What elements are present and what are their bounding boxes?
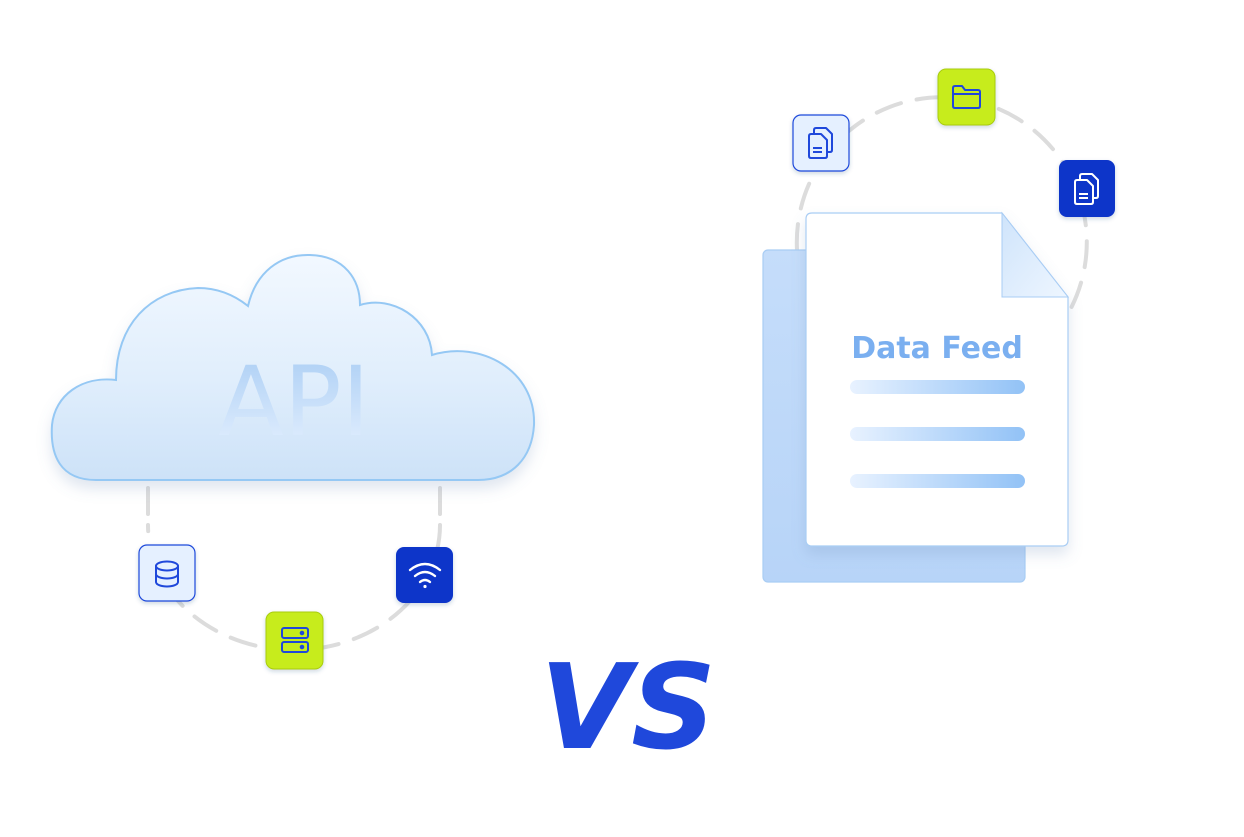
- data-feed-section: Data Feed: [762, 68, 1115, 583]
- server-icon-tile: [265, 611, 324, 670]
- api-section: API: [50, 253, 536, 670]
- documents-icon: [1074, 173, 1099, 205]
- documents-icon-tile-light: [792, 114, 850, 172]
- server-icon: [281, 627, 309, 653]
- api-label: API: [218, 346, 370, 458]
- database-icon: [155, 560, 179, 588]
- data-feed-title: Data Feed: [851, 331, 1023, 366]
- database-icon-tile: [138, 544, 196, 602]
- page-fold: [1001, 211, 1070, 298]
- content-line-3: [850, 474, 1025, 488]
- folder-icon-tile: [937, 68, 996, 126]
- wifi-icon-tile: [396, 547, 453, 603]
- content-line-1: [850, 380, 1025, 394]
- content-line-2: [850, 427, 1025, 441]
- documents-icon-tile-dark: [1059, 160, 1115, 217]
- vs-label: VS: [540, 638, 716, 776]
- wifi-icon: [408, 562, 442, 589]
- folder-icon: [952, 85, 981, 109]
- documents-icon: [808, 127, 833, 159]
- cloud-shape: [50, 253, 536, 481]
